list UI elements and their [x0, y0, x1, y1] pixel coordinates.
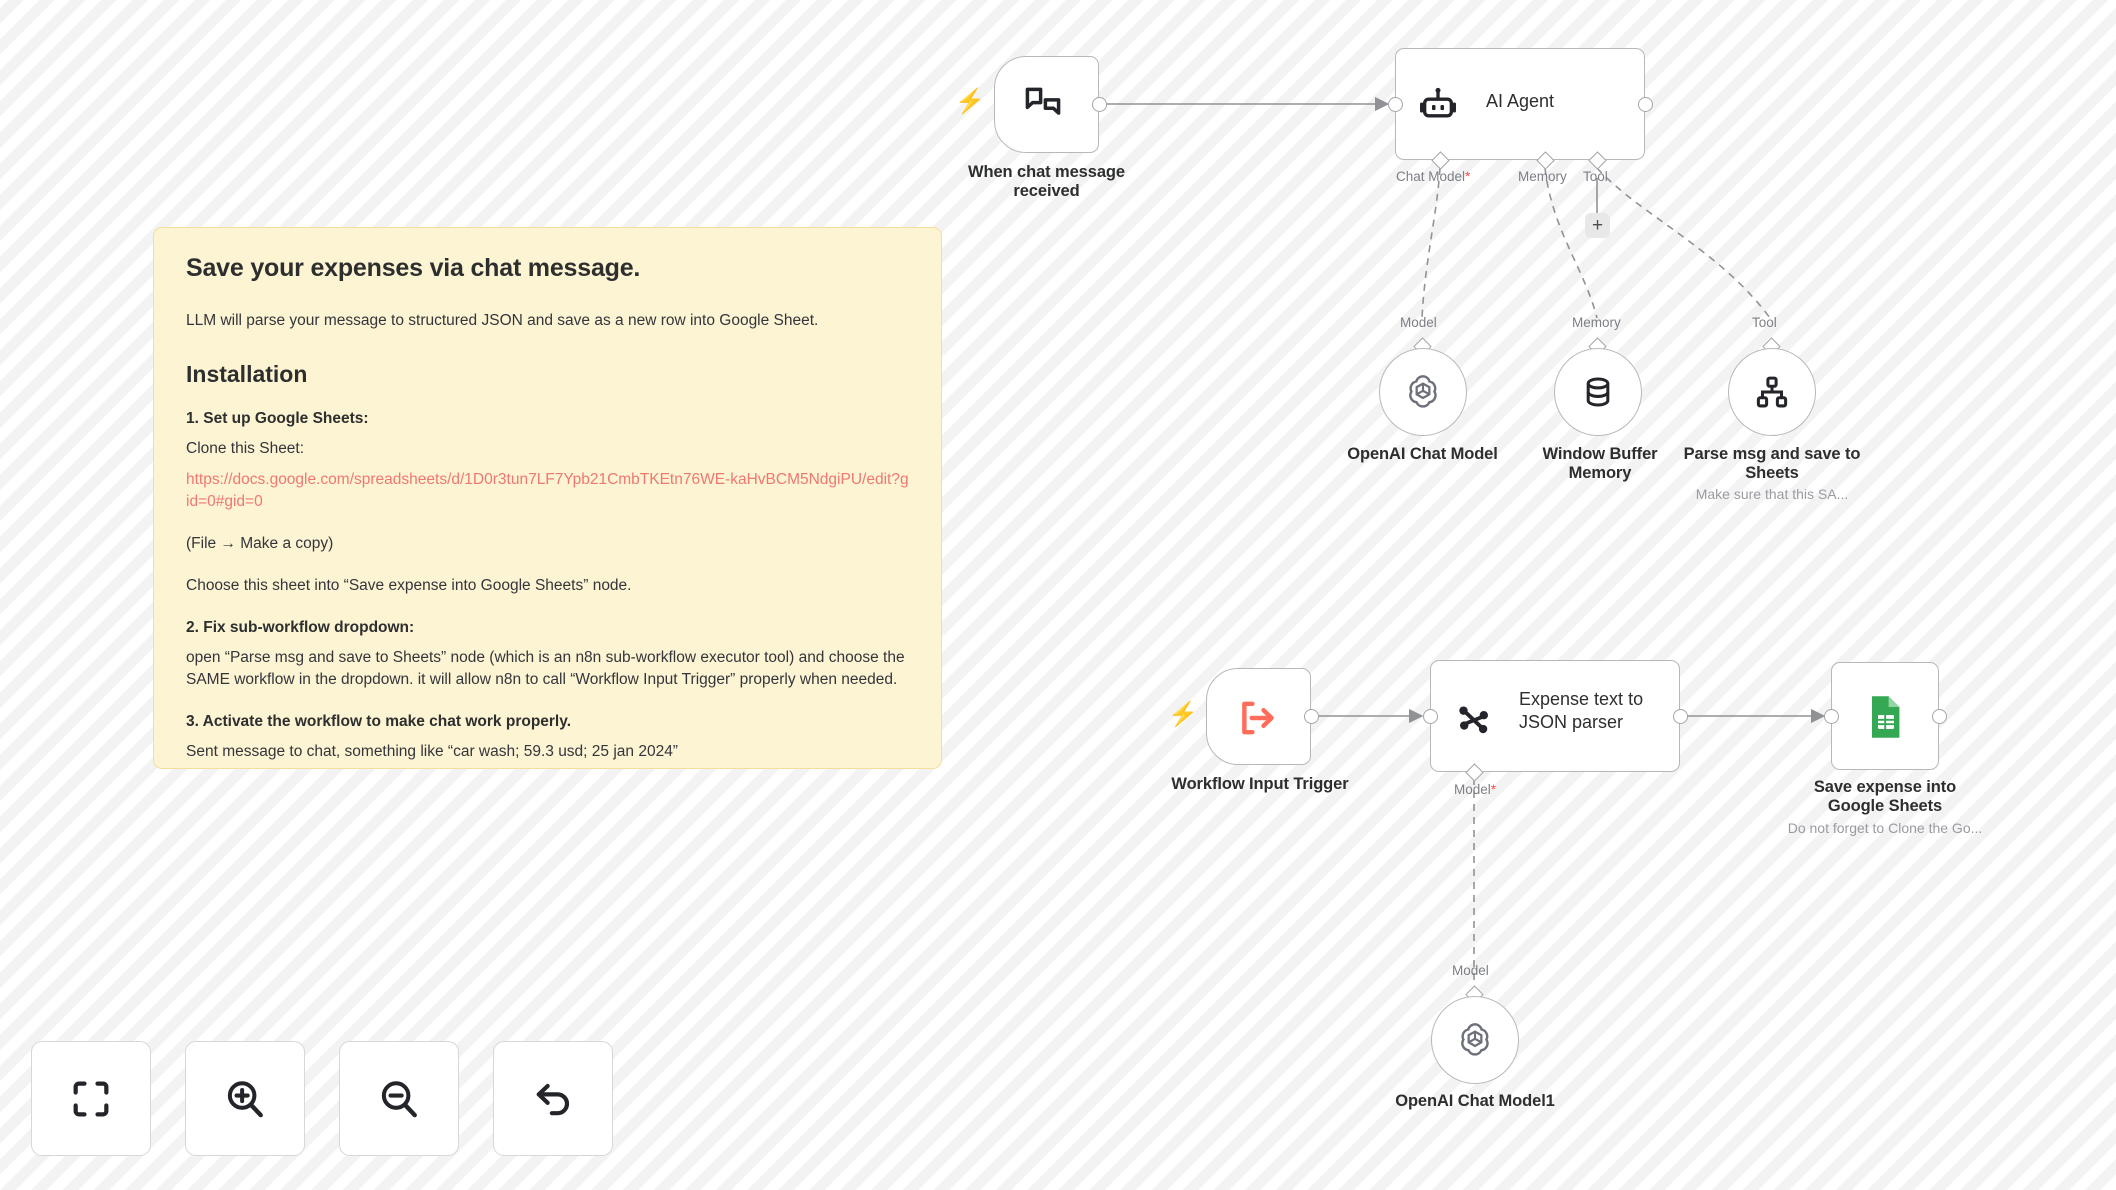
output-port-workflow-input-trigger[interactable]: [1304, 709, 1319, 724]
output-port-chat-trigger[interactable]: [1092, 97, 1107, 112]
node-label-window-buffer-memory: Window Buffer Memory: [1542, 445, 1658, 483]
sticky-title: Save your expenses via chat message.: [186, 254, 641, 282]
lightning-bolt-icon: ⚡: [955, 88, 985, 115]
node-label-workflow-input-trigger: Workflow Input Trigger: [1171, 775, 1349, 793]
google-sheet-link[interactable]: https://docs.google.com/spreadsheets/d/1…: [186, 471, 909, 510]
input-port-ai-agent[interactable]: [1388, 97, 1403, 112]
node-sublabel-save-expense-into-google-sheets: Do not forget to Clone the Go...: [1787, 820, 1983, 836]
output-port-google-sheets[interactable]: [1932, 709, 1947, 724]
input-port-google-sheets[interactable]: [1824, 709, 1839, 724]
sticky-note[interactable]: Save your expenses via chat message. LLM…: [153, 227, 942, 769]
sticky-step2-body: open “Parse msg and save to Sheets” node…: [186, 649, 905, 688]
node-label-save-expense-into-google-sheets: Save expense into Google Sheets: [1813, 778, 1957, 816]
sticky-section-heading: Installation: [186, 361, 308, 387]
chat-bubbles-icon: [1025, 87, 1061, 115]
connector-label-chat-model: Chat Model*: [1396, 169, 1471, 184]
node-label-ai-agent: AI Agent: [1486, 91, 1555, 111]
sticky-step1-copy: (File → Make a copy): [186, 535, 334, 552]
sub-connector-label-tool: Tool: [1752, 315, 1777, 330]
node-when-chat-message-received[interactable]: [994, 56, 1099, 153]
sub-connector-label-model: Model: [1400, 315, 1437, 330]
undo-arrow-icon: [536, 1083, 570, 1115]
zoom-out-button[interactable]: [339, 1041, 459, 1156]
input-port-expense-parser[interactable]: [1423, 709, 1438, 724]
node-label-openai-chat-model: OpenAI Chat Model: [1347, 445, 1498, 463]
sub-connector-label-memory: Memory: [1572, 315, 1621, 330]
node-sublabel-parse-msg-and-save-to-sheets: Make sure that this SA...: [1695, 486, 1849, 502]
sticky-step3-body: Sent message to chat, something like “ca…: [186, 743, 678, 760]
node-label-expense-text-to-json-parser: Expense text to JSON parser: [1519, 689, 1644, 732]
openai-icon: [1409, 375, 1437, 408]
node-ai-agent[interactable]: AI Agent: [1395, 48, 1645, 160]
lightning-bolt-icon-workflow-trigger: ⚡: [1168, 701, 1198, 728]
output-port-expense-parser[interactable]: [1673, 709, 1688, 724]
add-tool-button[interactable]: +: [1585, 213, 1610, 238]
node-workflow-input-trigger[interactable]: [1206, 668, 1311, 765]
sticky-step1-choose: Choose this sheet into “Save expense int…: [186, 577, 632, 594]
node-openai-chat-model1[interactable]: [1431, 996, 1519, 1084]
google-sheets-icon: [1872, 696, 1900, 738]
node-label-when-chat-message-received: When chat message received: [968, 163, 1125, 201]
node-openai-chat-model[interactable]: [1379, 348, 1467, 436]
node-window-buffer-memory[interactable]: [1554, 348, 1642, 436]
sticky-step2-heading: 2. Fix sub-workflow dropdown:: [186, 619, 415, 636]
database-icon: [1586, 377, 1610, 407]
information-extractor-icon: [1459, 706, 1488, 734]
node-save-expense-into-google-sheets[interactable]: [1831, 662, 1939, 770]
required-marker-parser: *: [1490, 782, 1497, 797]
sticky-step3-heading: 3. Activate the workflow to make chat wo…: [186, 713, 572, 730]
sticky-step1-heading: 1. Set up Google Sheets:: [186, 410, 369, 427]
required-marker: *: [1465, 169, 1471, 184]
workflow-tool-icon: [1756, 376, 1788, 408]
openai-icon-1: [1461, 1023, 1489, 1056]
zoom-in-icon: [227, 1080, 263, 1117]
zoom-out-icon: [381, 1080, 417, 1117]
sticky-intro: LLM will parse your message to structure…: [186, 312, 819, 329]
connector-label-parser-model: Model*: [1454, 782, 1497, 797]
bracket-arrow-icon: [1242, 701, 1274, 735]
node-parse-msg-and-save-to-sheets[interactable]: [1728, 348, 1816, 436]
connector-label-tool: Tool: [1583, 169, 1608, 184]
robot-icon: [1420, 87, 1456, 118]
sub-connector-label-model1: Model: [1452, 963, 1489, 978]
node-expense-text-to-json-parser[interactable]: Expense text to JSON parser: [1430, 660, 1680, 772]
node-label-openai-chat-model1: OpenAI Chat Model1: [1395, 1092, 1555, 1110]
output-port-ai-agent[interactable]: [1638, 97, 1653, 112]
zoom-to-fit-icon: [73, 1081, 109, 1116]
canvas-zoom-toolbar[interactable]: [31, 1041, 613, 1156]
node-label-parse-msg-and-save-to-sheets: Parse msg and save to Sheets: [1683, 445, 1861, 483]
reset-zoom-button[interactable]: [493, 1041, 613, 1156]
connector-label-memory: Memory: [1518, 169, 1567, 184]
zoom-in-button[interactable]: [185, 1041, 305, 1156]
sticky-step1-clone: Clone this Sheet:: [186, 440, 305, 457]
zoom-to-fit-button[interactable]: [31, 1041, 151, 1156]
